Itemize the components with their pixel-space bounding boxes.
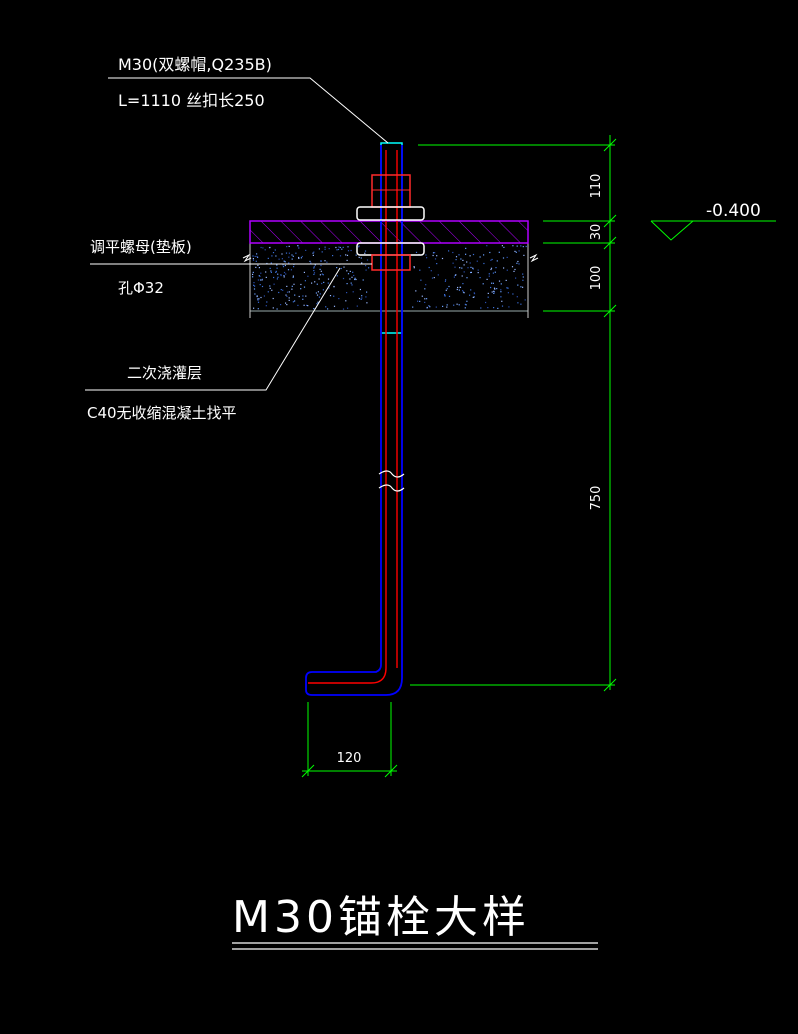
dimension-100: 100 bbox=[589, 266, 604, 291]
hole-label: 孔Φ32 bbox=[118, 279, 164, 297]
elevation-label: -0.400 bbox=[706, 201, 761, 221]
drawing-title: M30锚栓大样 bbox=[232, 892, 530, 943]
horizontal-dimension bbox=[301, 702, 398, 778]
grout-spec-label: C40无收缩混凝土找平 bbox=[87, 404, 237, 422]
dimension-750: 750 bbox=[589, 486, 604, 511]
dimension-120: 120 bbox=[337, 751, 362, 766]
dimension-110: 110 bbox=[589, 174, 604, 199]
bolt-length-label: L=1110 丝扣长250 bbox=[118, 91, 265, 110]
leveling-nut-label: 调平螺母(垫板) bbox=[90, 238, 192, 256]
concrete-speckles bbox=[252, 245, 527, 310]
anchor-bolt bbox=[305, 142, 425, 696]
grout-layer-label: 二次浇灌层 bbox=[127, 364, 202, 382]
title-underline bbox=[232, 942, 598, 950]
base-plate bbox=[249, 220, 529, 244]
elevation-marker bbox=[650, 220, 776, 241]
leader-lines bbox=[85, 77, 389, 391]
vertical-dimension bbox=[410, 135, 617, 692]
bolt-spec-label: M30(双螺帽,Q235B) bbox=[118, 55, 272, 74]
dimension-30: 30 bbox=[589, 224, 604, 241]
